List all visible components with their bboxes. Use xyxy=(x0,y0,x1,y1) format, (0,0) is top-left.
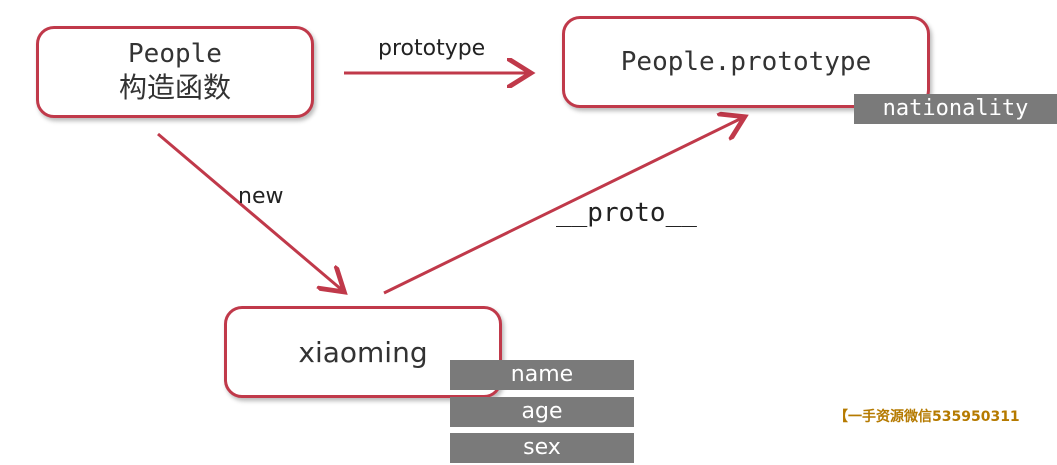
edge-label-proto: __proto__ xyxy=(556,198,697,228)
edge-label-prototype: prototype xyxy=(378,36,486,61)
prototype-name: People.prototype xyxy=(620,47,872,77)
arrow-new xyxy=(157,132,342,290)
instance-name: xiaoming xyxy=(298,335,428,369)
prototype-box: People.prototype xyxy=(562,16,930,108)
constructor-box: People 构造函数 xyxy=(36,26,314,118)
arrow-proto xyxy=(383,118,742,295)
edge-label-new: new xyxy=(238,184,284,209)
instance-property-age: age xyxy=(450,397,634,427)
instance-property-sex: sex xyxy=(450,433,634,463)
constructor-name: People xyxy=(128,39,222,69)
prototype-property-nationality: nationality xyxy=(854,94,1057,124)
instance-property-name: name xyxy=(450,360,634,390)
watermark-text: 【一手资源微信535950311 xyxy=(834,409,1020,425)
constructor-caption: 构造函数 xyxy=(118,71,231,104)
